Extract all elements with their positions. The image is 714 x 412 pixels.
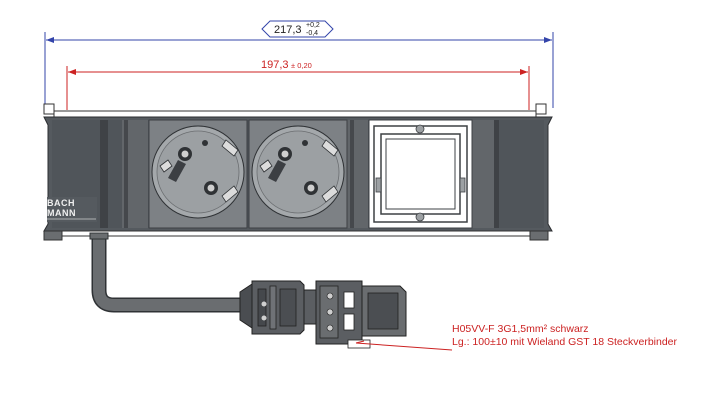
housing-divider — [350, 120, 354, 228]
screw-icon — [415, 124, 425, 134]
note-line2: Lg.: 100±10 mit Wieland GST 18 Steckverb… — [452, 336, 678, 348]
housing-divider — [100, 120, 108, 228]
inner-dimension: 197,3 ± 0,20 — [66, 59, 530, 110]
overall-dimension: 217,3 +0,2 -0,4 — [44, 20, 554, 108]
cable — [89, 232, 244, 313]
connector-contact — [326, 292, 334, 300]
blank-module — [368, 119, 473, 229]
overall-dimension-value: 217,3 — [274, 24, 302, 36]
socket-schuko-1 — [148, 119, 248, 229]
socket-schuko-2 — [248, 119, 348, 229]
overall-dimension-tol-minus: -0,4 — [306, 30, 318, 37]
bottom-rail — [43, 230, 549, 241]
overall-dimension-tol-plus: +0,2 — [306, 22, 320, 29]
housing-divider — [346, 120, 368, 228]
cable-note: H05VV-F 3G1,5mm² schwarz Lg.: 100±10 mit… — [355, 323, 678, 351]
top-rail — [43, 103, 547, 118]
connector-contact — [326, 308, 334, 316]
screw-icon — [415, 212, 425, 222]
logo-line2: MANN — [47, 208, 76, 218]
housing-divider — [494, 120, 499, 228]
wieland-connector — [239, 280, 407, 349]
housing-divider — [124, 120, 128, 228]
overall-dimension-label-box — [261, 20, 334, 38]
housing-divider — [472, 120, 494, 228]
note-line1: H05VV-F 3G1,5mm² schwarz — [452, 323, 589, 335]
inner-dimension-tol: ± 0,20 — [291, 61, 312, 70]
logo-line1: BACH — [47, 198, 75, 208]
inner-dimension-value: 197,3 — [261, 59, 289, 71]
connector-contact — [326, 324, 334, 332]
bachmann-logo: BACH MANN — [47, 197, 97, 222]
